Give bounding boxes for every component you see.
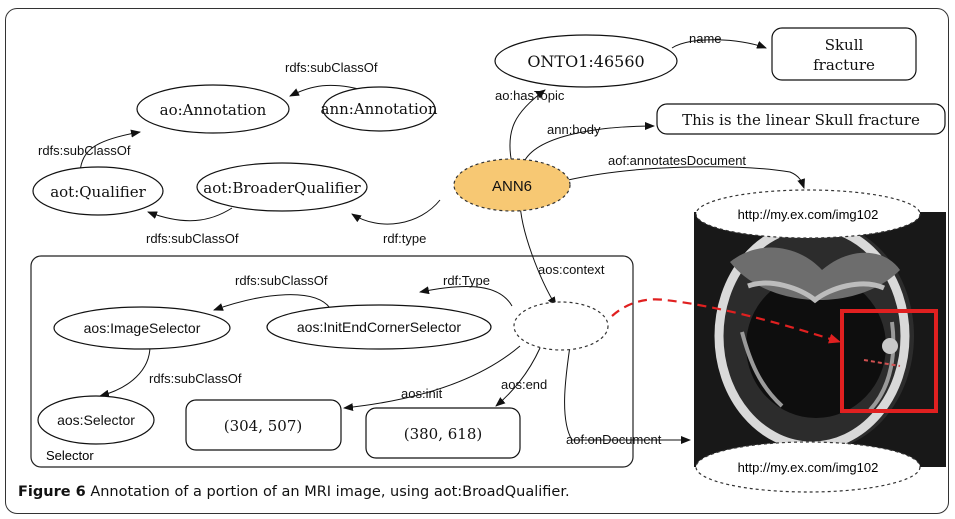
edge-rdf-type: rdf:type: [383, 231, 426, 246]
ann-annotation-node: [322, 86, 436, 132]
region-pointer-arrow: [611, 298, 841, 344]
mri-image: [694, 212, 946, 467]
edge-name: name: [689, 31, 722, 46]
aot-qualifier-node: [32, 166, 164, 216]
edge-subclassof-left: rdfs:subClassOf: [38, 143, 131, 158]
selector-group-label: Selector: [46, 448, 94, 463]
edge-annotates-document: aof:annotatesDocument: [608, 153, 746, 168]
edge-subclassof-selector: rdfs:subClassOf: [149, 371, 242, 386]
edge-has-topic: ao:hasTopic: [495, 88, 565, 103]
aot-qualifier-label: aot:Qualifier: [50, 183, 146, 201]
init-end-corner-selector-label: aos:InitEndCornerSelector: [297, 319, 462, 335]
body-text-label: This is the linear Skull fracture: [682, 111, 920, 129]
selector-node: [37, 395, 155, 445]
selector-group: [30, 255, 634, 468]
image-selector-label: aos:ImageSelector: [84, 320, 201, 336]
edge-rdf-type-capital: rdf:Type: [443, 273, 490, 288]
aot-broader-qualifier-label: aot:BroaderQualifier: [203, 179, 361, 197]
edge-body: ann:body: [547, 122, 601, 137]
selector-label: aos:Selector: [57, 412, 135, 428]
ao-annotation-label: ao:Annotation: [160, 101, 267, 119]
doc-url-bottom-label: http://my.ex.com/img102: [738, 460, 879, 475]
init-coords-node: [185, 399, 342, 451]
doc-url-top-node: [695, 189, 921, 239]
skull-fracture-node: [771, 27, 917, 81]
edge-on-document: aof:onDocument: [566, 432, 662, 447]
init-end-corner-selector-node: [266, 304, 492, 350]
ann-annotation-label: ann:Annotation: [321, 100, 438, 118]
skull-name-line2: fracture: [813, 56, 875, 74]
image-selector-node: [53, 306, 231, 350]
edge-subclassof-broader: rdfs:subClassOf: [146, 231, 239, 246]
onto-topic-node: [494, 34, 678, 88]
caption-text: Annotation of a portion of an MRI image,…: [90, 484, 570, 500]
skull-name-line1: Skull: [825, 36, 864, 54]
init-coords-label: (304, 507): [224, 417, 303, 435]
edge-init: aos:init: [401, 386, 443, 401]
edge-subclassof-image-selector: rdfs:subClassOf: [235, 273, 328, 288]
doc-url-bottom-node: [695, 441, 921, 493]
edge-end: aos:end: [501, 377, 547, 392]
aot-broader-qualifier-node: [196, 162, 368, 212]
edge-subclassof-top: rdfs:subClassOf: [285, 60, 378, 75]
doc-url-top-label: http://my.ex.com/img102: [738, 207, 879, 222]
edge-context: aos:context: [538, 262, 605, 277]
ann6-label: ANN6: [492, 178, 532, 195]
caption-label: Figure 6: [18, 484, 86, 500]
end-coords-node: [365, 407, 521, 459]
body-text-node: [656, 103, 946, 135]
ann6-node: [453, 158, 571, 212]
onto-topic-label: ONTO1:46560: [527, 52, 644, 71]
figure-caption: Figure 6 Annotation of a portion of an M…: [18, 484, 938, 500]
ao-annotation-node: [136, 84, 290, 134]
end-coords-label: (380, 618): [404, 425, 483, 443]
highlight-box: [840, 309, 938, 413]
blank-selector-node: [513, 301, 609, 351]
